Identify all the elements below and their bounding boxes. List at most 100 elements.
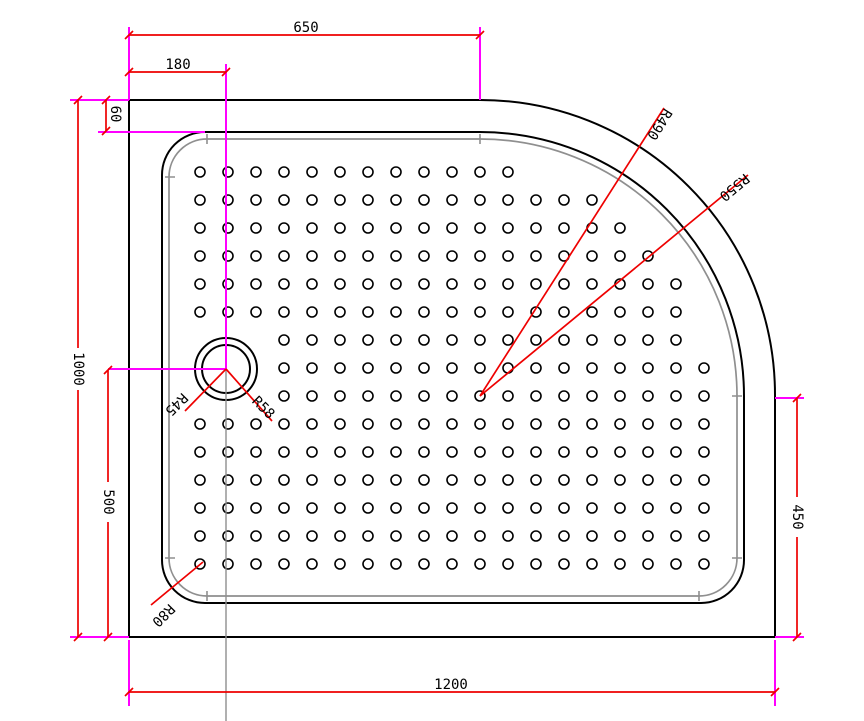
lip-seam-ticks (165, 134, 742, 601)
anti-slip-dot (306, 474, 318, 486)
anti-slip-dot (362, 222, 374, 234)
anti-slip-dot (614, 558, 626, 570)
anti-slip-dot (614, 390, 626, 402)
anti-slip-dot (362, 250, 374, 262)
anti-slip-dot (334, 418, 346, 430)
anti-slip-dot (250, 278, 262, 290)
anti-slip-dot (530, 362, 542, 374)
anti-slip-dot (586, 390, 598, 402)
anti-slip-dot (362, 502, 374, 514)
anti-slip-dot (222, 558, 234, 570)
anti-slip-dot (222, 502, 234, 514)
anti-slip-dot (418, 222, 430, 234)
anti-slip-dot (194, 166, 206, 178)
anti-slip-dot (362, 446, 374, 458)
anti-slip-dot (334, 390, 346, 402)
anti-slip-dot (334, 222, 346, 234)
radius-leaders (150, 107, 749, 606)
label-top-width: 650 (293, 20, 318, 36)
anti-slip-dot (194, 278, 206, 290)
anti-slip-dot (446, 222, 458, 234)
anti-slip-dot (502, 166, 514, 178)
anti-slip-dot (698, 502, 710, 514)
anti-slip-dot (502, 474, 514, 486)
anti-slip-dot (558, 334, 570, 346)
anti-slip-dot (642, 418, 654, 430)
anti-slip-dot (222, 306, 234, 318)
anti-slip-dot (586, 418, 598, 430)
anti-slip-dot (390, 474, 402, 486)
anti-slip-dot (334, 558, 346, 570)
anti-slip-dot (278, 222, 290, 234)
anti-slip-dot (362, 166, 374, 178)
anti-slip-dot (670, 558, 682, 570)
anti-slip-dot (390, 166, 402, 178)
anti-slip-dot (390, 250, 402, 262)
anti-slip-dot (334, 502, 346, 514)
anti-slip-dot (642, 502, 654, 514)
anti-slip-dot (278, 250, 290, 262)
anti-slip-dot (530, 334, 542, 346)
anti-slip-dot (474, 502, 486, 514)
anti-slip-dot (614, 446, 626, 458)
anti-slip-dot (558, 222, 570, 234)
anti-slip-dot (670, 474, 682, 486)
anti-slip-dot (362, 362, 374, 374)
anti-slip-dot (250, 418, 262, 430)
anti-slip-dot (362, 390, 374, 402)
anti-slip-dot (586, 530, 598, 542)
anti-slip-dot (390, 334, 402, 346)
anti-slip-dot (306, 194, 318, 206)
anti-slip-dot (362, 558, 374, 570)
dot-grid (194, 166, 710, 570)
outer-profile (128, 99, 776, 638)
anti-slip-dot (698, 418, 710, 430)
anti-slip-dot (306, 362, 318, 374)
anti-slip-dot (278, 530, 290, 542)
anti-slip-dot (670, 334, 682, 346)
anti-slip-dot (306, 250, 318, 262)
anti-slip-dot (614, 222, 626, 234)
anti-slip-dot (558, 278, 570, 290)
anti-slip-dot (222, 222, 234, 234)
anti-slip-dot (362, 334, 374, 346)
anti-slip-dot (698, 362, 710, 374)
anti-slip-dot (558, 558, 570, 570)
anti-slip-dot (418, 418, 430, 430)
anti-slip-dot (558, 530, 570, 542)
anti-slip-dot (362, 530, 374, 542)
anti-slip-dot (334, 306, 346, 318)
anti-slip-dot (530, 446, 542, 458)
anti-slip-dot (194, 222, 206, 234)
label-bottom-width: 1200 (434, 677, 468, 693)
anti-slip-dot (530, 278, 542, 290)
anti-slip-dot (586, 446, 598, 458)
anti-slip-dot (418, 334, 430, 346)
anti-slip-dot (418, 166, 430, 178)
anti-slip-dot (670, 530, 682, 542)
anti-slip-dot (334, 250, 346, 262)
anti-slip-dot (558, 362, 570, 374)
anti-slip-dot (250, 502, 262, 514)
anti-slip-dot (390, 194, 402, 206)
anti-slip-dot (222, 278, 234, 290)
anti-slip-dot (418, 474, 430, 486)
anti-slip-dot (418, 390, 430, 402)
anti-slip-dot (250, 166, 262, 178)
anti-slip-dot (306, 502, 318, 514)
anti-slip-dot (474, 166, 486, 178)
anti-slip-dot (474, 530, 486, 542)
anti-slip-dot (586, 362, 598, 374)
anti-slip-dot (670, 390, 682, 402)
label-r58: R58 (248, 393, 277, 422)
dimension-labels: 650 180 1200 60 1000 500 450 R45 R58 R80… (70, 20, 805, 693)
label-right-edge: 450 (789, 504, 805, 529)
inner-wall-profile (161, 131, 745, 604)
anti-slip-dot (586, 278, 598, 290)
anti-slip-dot (306, 530, 318, 542)
anti-slip-dot (558, 446, 570, 458)
anti-slip-dot (194, 418, 206, 430)
anti-slip-dot (418, 446, 430, 458)
anti-slip-dot (194, 250, 206, 262)
